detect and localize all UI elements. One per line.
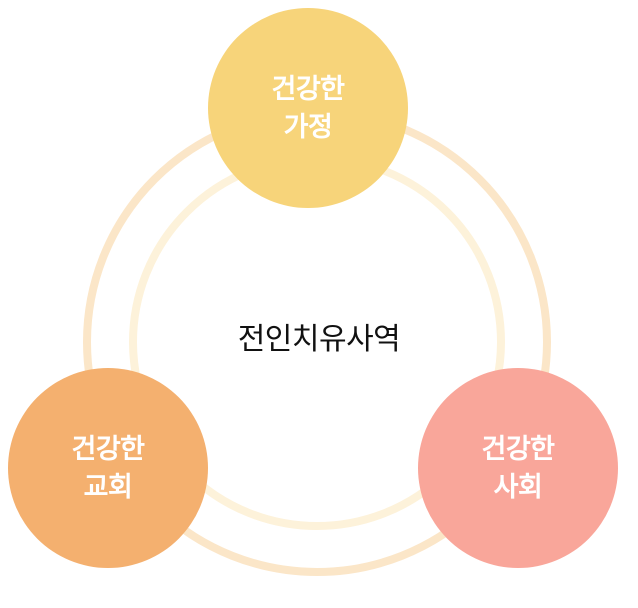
node-healthy-society: 건강한 사회 (418, 368, 618, 568)
center-label: 전인치유사역 (237, 322, 401, 357)
node-healthy-church: 건강한 교회 (8, 368, 208, 568)
node-label: 건강한 가정 (271, 74, 345, 143)
node-healthy-family: 건강한 가정 (208, 8, 408, 208)
node-label: 건강한 교회 (71, 434, 145, 503)
node-label: 건강한 사회 (481, 434, 555, 503)
